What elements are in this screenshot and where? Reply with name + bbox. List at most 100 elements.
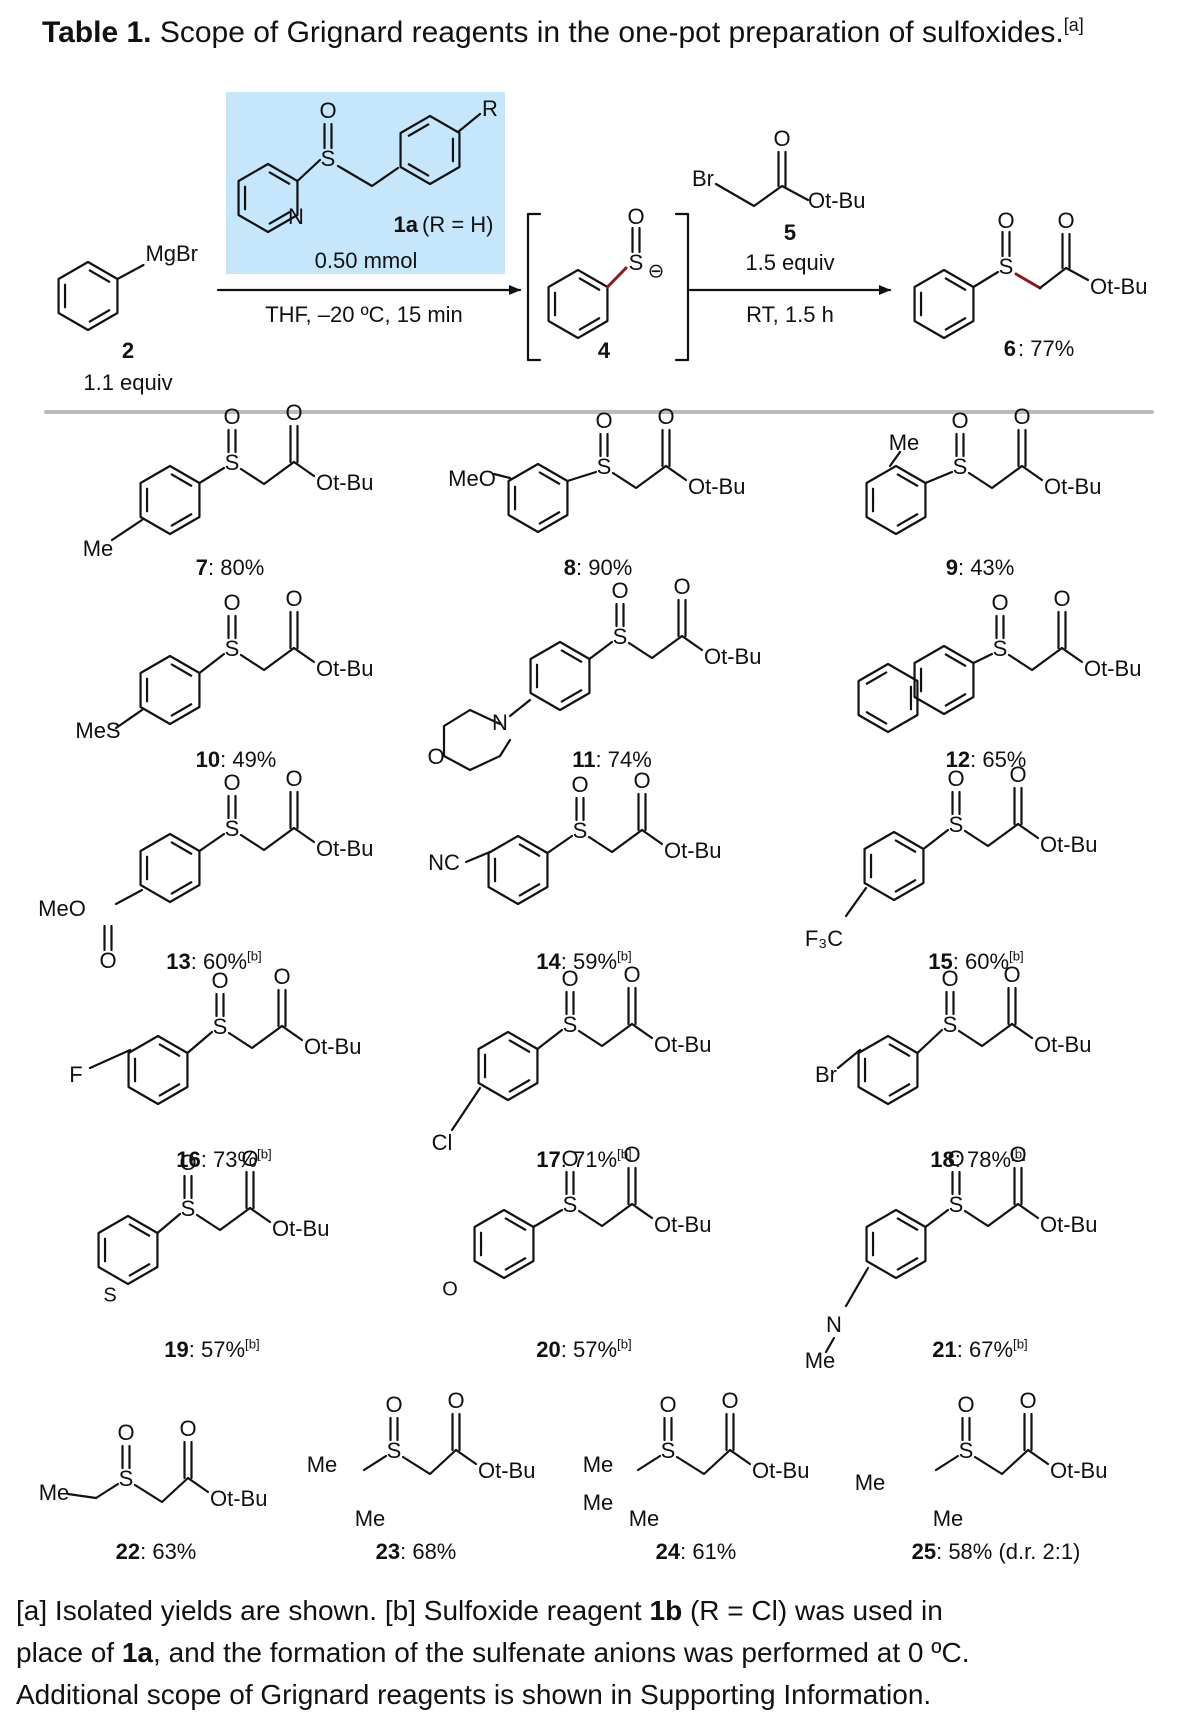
- ester-group-label: Ot-Bu: [1044, 474, 1101, 499]
- bond-line: [577, 1202, 634, 1228]
- bond-line: [611, 464, 668, 490]
- product-label-13: 13: 60%[b]: [166, 949, 261, 975]
- oxygen-atom: O: [773, 126, 790, 151]
- oxygen-atom: O: [1003, 962, 1020, 987]
- bond-line: [1060, 646, 1084, 664]
- oxygen-atom: O: [721, 1388, 738, 1413]
- yield-value: : 61%: [680, 1539, 737, 1564]
- footnote-marker: [b]: [245, 1336, 260, 1352]
- substituent-label: MeS: [75, 718, 120, 743]
- methyl-label: Me: [583, 1490, 614, 1515]
- bond-line: [198, 832, 226, 853]
- methyl-label: Me: [583, 1452, 614, 1477]
- bond-line: [518, 883, 541, 897]
- step1-conditions: THF, –20 ºC, 15 min: [265, 302, 463, 327]
- ester-group-label: Ot-Bu: [316, 836, 373, 861]
- bond-line: [508, 1079, 531, 1093]
- bond-line: [963, 822, 1020, 848]
- bond-line: [133, 1476, 190, 1504]
- bond-line: [268, 211, 291, 225]
- ester-group-label: Ot-Bu: [752, 1458, 809, 1483]
- compound-number: 20: [536, 1337, 561, 1362]
- bond-line: [464, 850, 492, 864]
- sulfur-atom: S: [387, 1438, 402, 1463]
- bond-line: [916, 1028, 944, 1055]
- sulfur-atom: S: [103, 1284, 116, 1306]
- bond-line: [944, 653, 967, 667]
- sulfur-atom: S: [225, 816, 240, 841]
- ester-group-label: Ot-Bu: [316, 470, 373, 495]
- compound-number-2: 2: [122, 338, 134, 363]
- bond-line: [896, 1257, 919, 1271]
- bond-line: [896, 1217, 919, 1231]
- yield-value: : 63%: [140, 1539, 197, 1564]
- benzene-ring: [863, 830, 925, 902]
- bond-line: [116, 263, 145, 281]
- bond-line: [156, 1212, 182, 1235]
- yield-value: : 60%: [190, 949, 248, 974]
- product-label-15: 15: 60%[b]: [928, 949, 1023, 975]
- benzene-ring: [487, 834, 549, 906]
- oxygen-atom: O: [1009, 1142, 1026, 1167]
- yield-value: : 49%: [220, 747, 277, 772]
- oxygen-atom: O: [673, 574, 690, 599]
- yield-value: : 78%: [954, 1147, 1012, 1172]
- bond-line: [456, 112, 482, 134]
- oxygen-atom: O: [957, 1392, 974, 1417]
- bond-line: [967, 464, 1024, 490]
- bond-line: [728, 1448, 752, 1466]
- footnote-text: place of: [16, 1637, 122, 1668]
- yield-value: : 57%: [188, 1337, 246, 1362]
- compound-number: 8: [563, 555, 576, 580]
- oxygen-atom: O: [947, 1146, 964, 1171]
- bond-line: [577, 1022, 634, 1048]
- bond-line: [578, 317, 601, 331]
- bond-line: [944, 277, 967, 291]
- yield-value: : 65%: [970, 747, 1027, 772]
- bond-line: [630, 1022, 654, 1040]
- oxygen-atom: O: [385, 1392, 402, 1417]
- footnote-text: (R = Cl) was used in: [682, 1595, 943, 1626]
- bond-line: [844, 886, 868, 918]
- bond-line: [170, 703, 193, 717]
- compound-number-1a: 1a: [394, 212, 419, 237]
- product-label-23: 23: 68%: [376, 1539, 457, 1565]
- bond-line: [664, 464, 688, 482]
- nitrogen-atom: N: [288, 204, 304, 229]
- mgbr-label: MgBr: [145, 241, 198, 266]
- benzene-ring: [913, 268, 975, 340]
- compound-number: 24: [655, 1539, 681, 1564]
- compound-number: 17: [536, 1147, 561, 1172]
- substituent-label: N: [492, 710, 508, 735]
- bond-line: [924, 1208, 950, 1229]
- yield-value: : 60%: [952, 949, 1010, 974]
- compound-1a-ref: 1a: [121, 1637, 154, 1668]
- substituent-label: Me: [889, 430, 920, 455]
- oxygen-atom: O: [99, 948, 116, 973]
- oxygen-atom: O: [633, 768, 650, 793]
- product-label-18: 18: 78%[b]: [930, 1147, 1025, 1173]
- benzene-ring: [139, 832, 201, 904]
- ester-group-label: Ot-Bu: [654, 1212, 711, 1237]
- oxygen-atom: O: [561, 1146, 578, 1171]
- bond-line: [227, 1024, 284, 1050]
- bond-line: [158, 1043, 181, 1057]
- bond-line: [114, 708, 144, 730]
- methyl-label: Me: [629, 1506, 660, 1531]
- oxygen-atom: O: [211, 968, 228, 993]
- footnote-marker: [b]: [617, 948, 632, 964]
- sulfur-atom: S: [943, 1012, 958, 1037]
- yield-value: : 80%: [207, 555, 265, 580]
- compound-number: 23: [375, 1539, 401, 1564]
- methyl-label: Me: [805, 1348, 836, 1373]
- oxygen-atom: O: [285, 586, 302, 611]
- oxygen-atom: O: [1019, 1388, 1036, 1413]
- yield-value: : 57%: [560, 1337, 618, 1362]
- ester-group-label: Ot-Bu: [688, 474, 745, 499]
- product-label-17: 17: 71%[b]: [536, 1147, 631, 1173]
- ester-group-label: Ot-Bu: [272, 1216, 329, 1241]
- benzene-ring: [139, 464, 201, 536]
- compound-number: 21: [932, 1337, 957, 1362]
- benzene-ring: [547, 268, 609, 340]
- compound-number: 7: [195, 555, 208, 580]
